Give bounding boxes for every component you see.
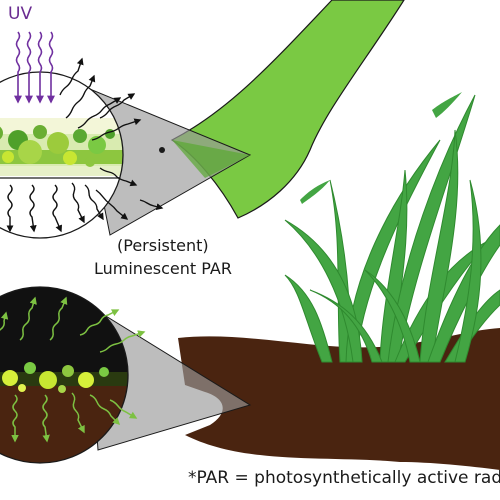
persistent-label: (Persistent) xyxy=(117,236,209,255)
plant xyxy=(284,94,500,363)
uv-label: UV xyxy=(8,4,33,24)
soil xyxy=(178,328,500,470)
footnote-par-definition: *PAR = photosynthetically active radia xyxy=(188,468,500,488)
emitted-light-arrows-top xyxy=(6,57,164,233)
magnifier-film-patch xyxy=(172,140,250,178)
green-film xyxy=(170,0,405,219)
emitted-light-arrows-bottom xyxy=(0,296,146,443)
magnifier-focus-dot xyxy=(159,147,165,153)
phosphor-particles-top xyxy=(0,125,115,167)
uv-arrows xyxy=(14,31,55,104)
luminescent-par-label: Luminescent PAR xyxy=(94,259,232,278)
plant-leaf-tips xyxy=(300,92,462,204)
magnified-film-dark xyxy=(0,286,129,464)
phosphor-particles-bottom xyxy=(2,362,109,393)
